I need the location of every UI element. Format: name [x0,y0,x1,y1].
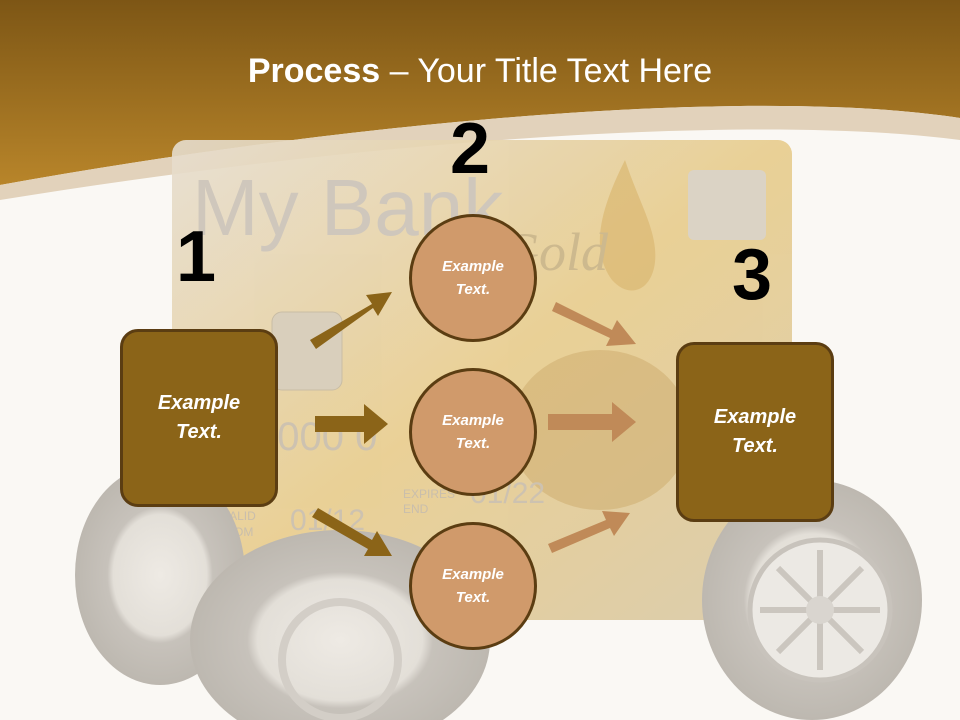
title-rest: – Your Title Text Here [380,52,713,90]
step-2-circle-bottom[interactable]: Example Text. [409,522,537,650]
slide-title: Process – Your Title Text Here [0,52,960,91]
circle-middle-text: Example Text. [442,412,504,452]
arrow-1-to-2-icon [310,292,392,349]
step-number-3: 3 [732,235,773,315]
step-2-circle-top[interactable]: Example Text. [409,214,537,342]
step-3-box-text: Example Text. [713,406,797,457]
circle-top-text: Example Text. [442,258,504,298]
expires-label: EXPIRES [403,487,455,501]
arrow-1-to-center-icon [315,404,388,444]
step-1-box[interactable]: Example Text. [120,329,278,507]
title-bold: Process [247,52,381,90]
step-number-2: 2 [450,109,491,189]
step-2-circle-middle[interactable]: Example Text. [409,368,537,496]
step-1-box-text: Example Text. [157,392,241,443]
arrow-center-to-3-icon [548,402,636,442]
step-3-box[interactable]: Example Text. [676,342,834,522]
arrow-top-to-3-icon [552,302,636,346]
circle-bottom-text: Example Text. [442,566,504,606]
wheel-right [702,480,922,720]
arrow-1-to-bottom-icon [312,508,392,556]
expires-label-2: END [403,502,429,516]
step-number-1: 1 [176,217,217,297]
arrow-bottom-to-3-icon [548,511,630,553]
